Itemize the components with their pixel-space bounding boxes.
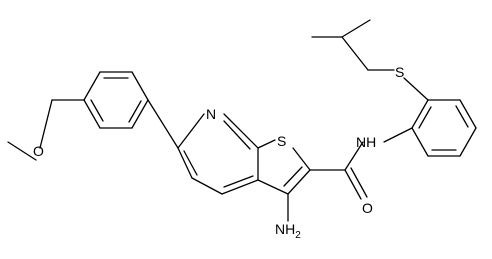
- amide-group: [309, 141, 368, 200]
- pyridine-ring: [177, 113, 259, 195]
- thioether-sulfur-label: S: [395, 64, 404, 80]
- right-benzene-ring: [411, 99, 477, 157]
- left-phenyl-ring: [83, 71, 149, 129]
- amide-oxygen-label: O: [362, 200, 373, 216]
- methoxy-o-bond: [39, 99, 53, 149]
- thiophene-ring: [257, 139, 311, 195]
- methoxy-group: [7, 99, 85, 161]
- amine-subscript: 2: [295, 230, 301, 241]
- biaryl-bond: [147, 99, 179, 149]
- amide-nh-label: NH: [356, 134, 376, 150]
- isobutyl-group: [311, 19, 395, 71]
- pyridine-nitrogen-label: N: [206, 106, 216, 122]
- s-aryl-bond: [403, 77, 429, 101]
- nh-aryl-bond: [383, 127, 413, 143]
- amine-nh-text: NH: [275, 221, 295, 237]
- amine-nh2-label: NH2: [275, 221, 301, 241]
- thiophene-sulfur-label: S: [277, 133, 286, 149]
- methoxy-oxygen-label: O: [33, 143, 44, 159]
